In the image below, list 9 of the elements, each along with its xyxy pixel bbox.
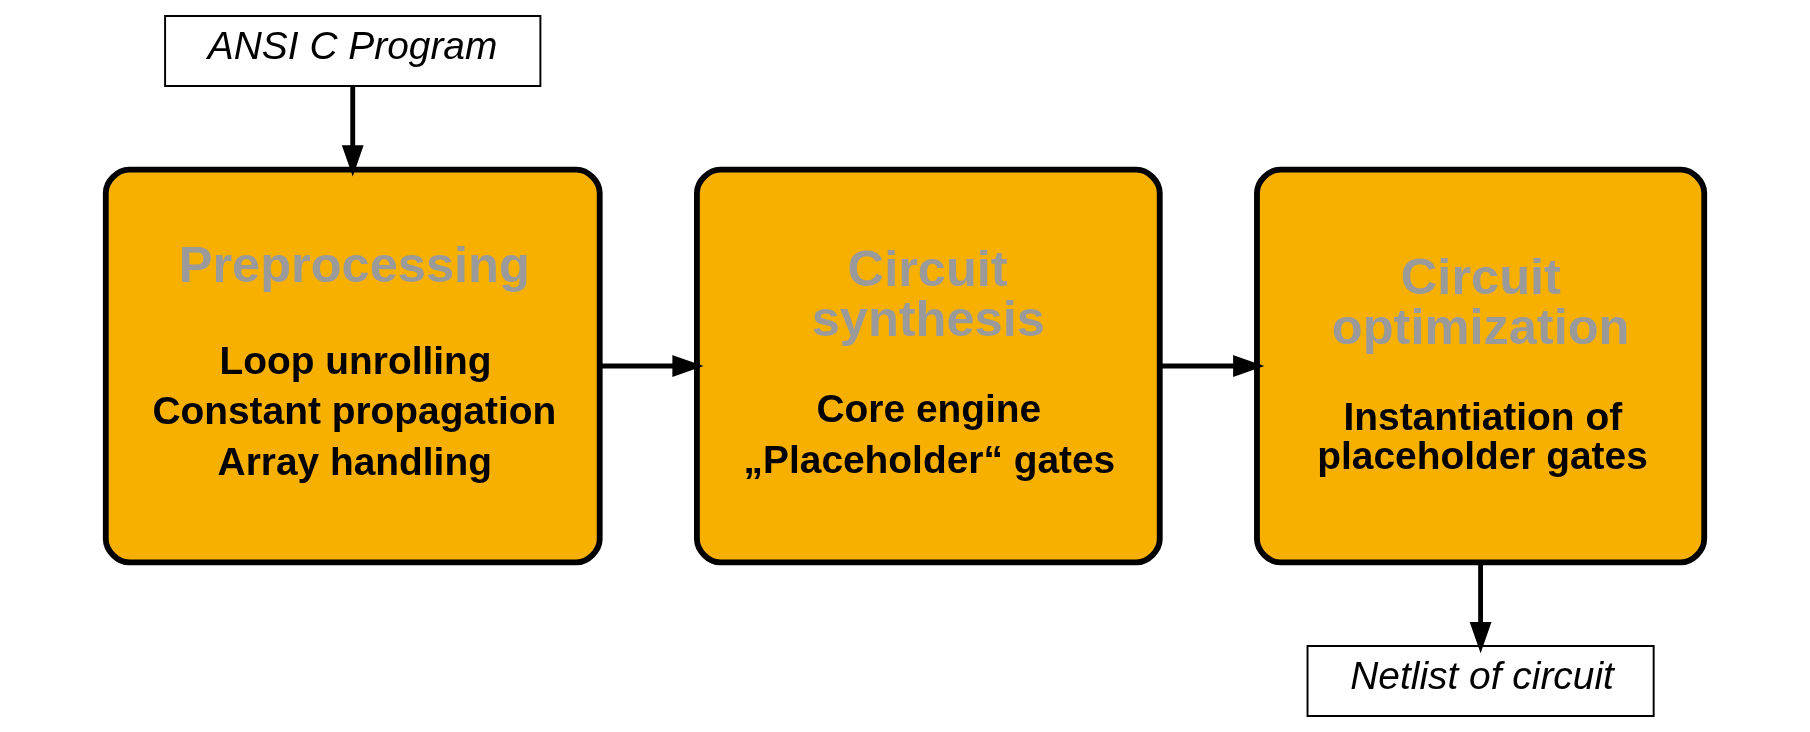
node-box: ANSI C Program	[164, 15, 542, 87]
arrow	[341, 86, 364, 177]
arrow	[1160, 355, 1265, 377]
node-box: Circuit synthesis Core engine „Placeholder“ gates	[694, 166, 1163, 566]
node-box: Circuit optimization Instantiation of placeholder gates	[1254, 166, 1708, 566]
arrow	[1469, 562, 1492, 654]
node-box: Netlist of circuit	[1306, 645, 1655, 717]
node-box: Preprocessing Loop unrolling Constant propagation Array handling	[102, 166, 603, 566]
arrow	[600, 355, 704, 377]
